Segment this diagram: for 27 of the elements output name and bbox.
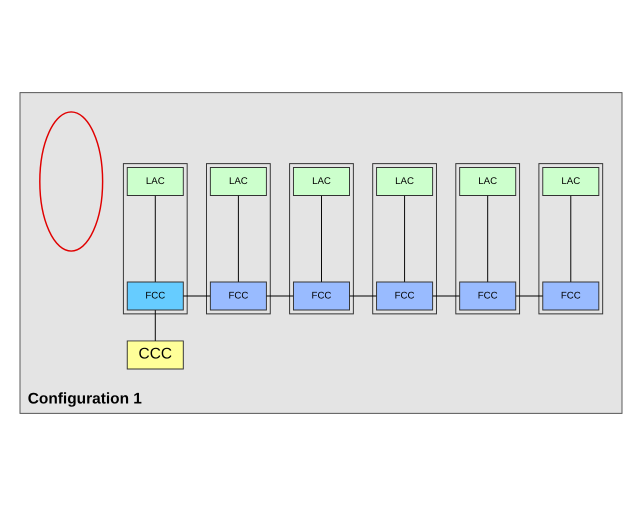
cluster	[372, 163, 437, 314]
node-box: LAC	[126, 167, 184, 196]
node-box: FCC	[210, 282, 267, 310]
node-box: FCC	[542, 282, 600, 310]
node-box: FCC	[126, 282, 184, 310]
node-box: FCC	[292, 282, 350, 310]
cluster	[538, 163, 604, 314]
connector	[570, 195, 572, 282]
connector	[404, 195, 406, 282]
node-box: LAC	[292, 167, 350, 196]
cluster	[289, 163, 354, 314]
node-box: LAC	[210, 167, 267, 196]
connector	[154, 310, 156, 342]
cluster	[206, 163, 271, 314]
connector	[487, 195, 488, 282]
node-ellipse	[39, 111, 104, 252]
node-box: FCC	[459, 282, 516, 310]
node-box: LAC	[376, 167, 434, 196]
cluster	[122, 163, 188, 314]
connector	[238, 195, 239, 282]
connector	[321, 195, 322, 282]
node-box: LAC	[542, 167, 600, 196]
node-box: LAC	[459, 167, 516, 196]
connector	[154, 195, 156, 282]
cluster	[455, 163, 520, 314]
node-box: FCC	[376, 282, 434, 310]
node-box: CCC	[126, 340, 184, 370]
